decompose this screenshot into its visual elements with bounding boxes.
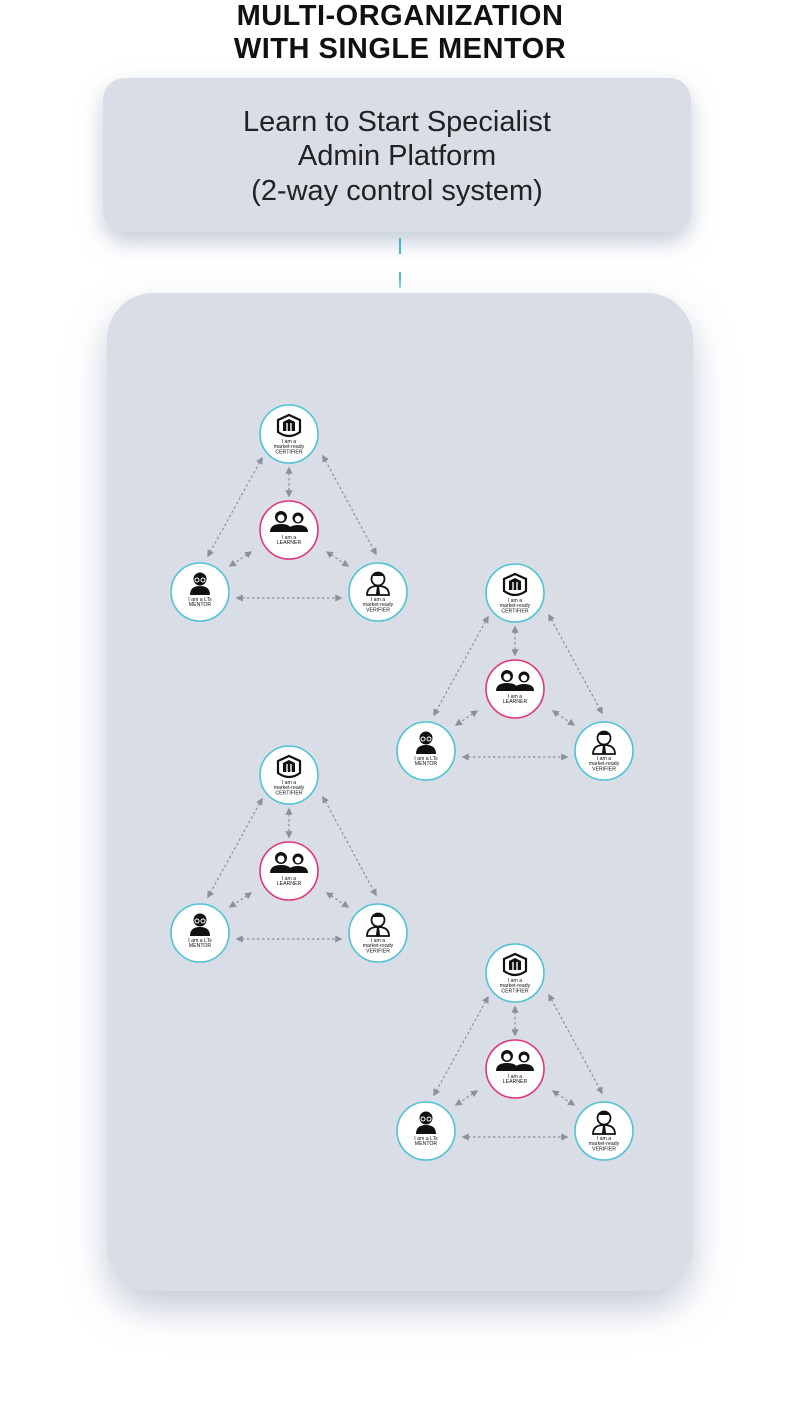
mentor-node-label-1: I am a LTs: [414, 756, 438, 762]
verifier-node-label-1: I am a: [371, 597, 386, 603]
platform-line-3: (2-way control system): [251, 175, 543, 207]
learner-node-label-2: LEARNER: [503, 699, 528, 705]
platform-line-2: Admin Platform: [297, 140, 497, 172]
mentor-node-label-2: MENTOR: [189, 943, 212, 949]
learner-node-label-2: LEARNER: [277, 881, 302, 887]
learner-node-label-2: LEARNER: [277, 540, 302, 546]
certifier-node-label-1: I am a: [282, 780, 297, 786]
certifier-node-label-1: I am a: [508, 598, 523, 604]
mentor-node-label-1: I am a LTs: [188, 938, 212, 944]
verifier-node-label-1: I am a: [371, 938, 386, 944]
mentor-node-label-2: MENTOR: [415, 1141, 438, 1147]
arrow-certifier-verifier: [548, 613, 603, 715]
arrow-learner-mentor: [454, 1090, 479, 1106]
verifier-node-label-1: I am a: [597, 1136, 612, 1142]
shield-gate-icon: [276, 413, 302, 438]
arrow-learner-verifier: [551, 710, 576, 726]
connector-dash-1: [399, 238, 401, 254]
arrow-certifier-verifier: [322, 795, 377, 897]
verifier-node-label-2: market-ready: [589, 761, 620, 767]
arrow-learner-mentor: [228, 551, 253, 567]
certifier-node-label-2: market-ready: [500, 603, 531, 609]
certifier-node-label-3: CERTIFIER: [501, 608, 529, 614]
arrow-learner-verifier: [325, 551, 350, 567]
arrow-certifier-mentor: [207, 456, 263, 558]
verifier-node-label-1: I am a: [597, 756, 612, 762]
shield-gate-icon: [502, 572, 528, 597]
arrow-certifier-verifier: [322, 454, 377, 556]
certifier-node-label-2: market-ready: [500, 983, 531, 989]
learner-node-label-1: I am a: [508, 1074, 523, 1080]
verifier-node-label-3: VERIFIER: [592, 1146, 616, 1152]
platform-line-1: Learn to Start Specialist: [243, 106, 551, 138]
verifier-node-label-3: VERIFIER: [592, 766, 616, 772]
admin-platform-box: Learn to Start Specialist Admin Platform…: [103, 78, 691, 232]
arrow-learner-verifier: [551, 1090, 576, 1106]
title-line-1: MULTI-ORGANIZATION: [236, 0, 564, 32]
learner-node-label-1: I am a: [508, 694, 523, 700]
arrow-learner-mentor: [228, 892, 253, 908]
arrow-certifier-mentor: [433, 615, 489, 717]
mentor-node-label-2: MENTOR: [189, 602, 212, 608]
arrow-certifier-verifier: [548, 993, 603, 1095]
mentor-node-label-1: I am a LTs: [188, 597, 212, 603]
verifier-node-label-3: VERIFIER: [366, 607, 390, 613]
arrow-learner-verifier: [325, 892, 350, 908]
verifier-node-label-2: market-ready: [363, 943, 394, 949]
learner-node-label-2: LEARNER: [503, 1079, 528, 1085]
mentor-node-label-1: I am a LTs: [414, 1136, 438, 1142]
learner-node-label-1: I am a: [282, 535, 297, 541]
certifier-node-label-3: CERTIFIER: [275, 449, 303, 455]
arrow-certifier-mentor: [433, 995, 489, 1097]
arrow-learner-mentor: [454, 710, 479, 726]
certifier-node-label-3: CERTIFIER: [501, 988, 529, 994]
learner-node-label-1: I am a: [282, 876, 297, 882]
shield-gate-icon: [502, 952, 528, 977]
certifier-node-label-3: CERTIFIER: [275, 790, 303, 796]
certifier-node-label-1: I am a: [282, 439, 297, 445]
arrow-certifier-mentor: [207, 797, 263, 899]
certifier-node-label-1: I am a: [508, 978, 523, 984]
verifier-node-label-3: VERIFIER: [366, 948, 390, 954]
shield-gate-icon: [276, 754, 302, 779]
verifier-node-label-2: market-ready: [363, 602, 394, 608]
title-line-2: WITH SINGLE MENTOR: [233, 33, 567, 65]
certifier-node-label-2: market-ready: [274, 444, 305, 450]
verifier-node-label-2: market-ready: [589, 1141, 620, 1147]
page-title: MULTI-ORGANIZATION WITH SINGLE MENTOR: [0, 0, 800, 66]
connector-dash-2: [399, 272, 401, 288]
mentor-node-label-2: MENTOR: [415, 761, 438, 767]
certifier-node-label-2: market-ready: [274, 785, 305, 791]
